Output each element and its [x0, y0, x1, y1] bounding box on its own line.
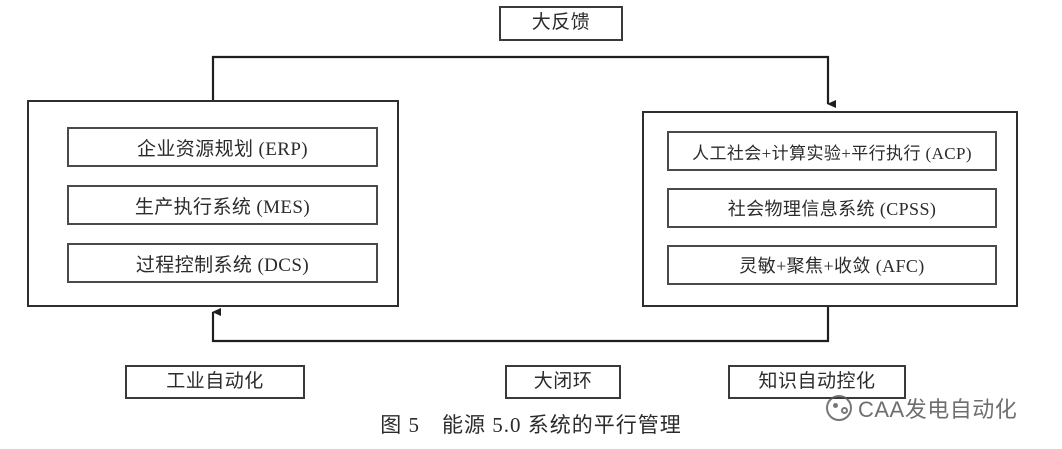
- watermark: CAA发电自动化: [826, 392, 1017, 424]
- figure-caption: 图 5 能源 5.0 系统的平行管理: [380, 413, 682, 437]
- node-dcs[interactable]: 过程控制系统 (DCS): [67, 243, 378, 283]
- panel-industrial-automation[interactable]: 企业资源规划 (ERP) 生产执行系统 (MES) 过程控制系统 (DCS): [27, 100, 399, 307]
- node-big-closed-loop[interactable]: 大闭环: [505, 365, 621, 399]
- node-industrial-automation[interactable]: 工业自动化: [125, 365, 305, 399]
- node-cpss[interactable]: 社会物理信息系统 (CPSS): [667, 188, 997, 228]
- connector-right-to-left-bottom: [211, 307, 830, 343]
- node-erp[interactable]: 企业资源规划 (ERP): [67, 127, 378, 167]
- watermark-text: CAA发电自动化: [858, 397, 1018, 422]
- caa-circle-logo-icon: [826, 395, 852, 421]
- node-big-feedback[interactable]: 大反馈: [499, 6, 623, 41]
- connector-left-to-right-top: [211, 55, 836, 108]
- panel-knowledge-automation[interactable]: 人工社会+计算实验+平行执行 (ACP) 社会物理信息系统 (CPSS) 灵敏+…: [642, 111, 1018, 307]
- node-acp[interactable]: 人工社会+计算实验+平行执行 (ACP): [667, 131, 997, 171]
- node-mes[interactable]: 生产执行系统 (MES): [67, 185, 378, 225]
- node-afc[interactable]: 灵敏+聚焦+收敛 (AFC): [667, 245, 997, 285]
- node-knowledge-automation[interactable]: 知识自动控化: [728, 365, 906, 399]
